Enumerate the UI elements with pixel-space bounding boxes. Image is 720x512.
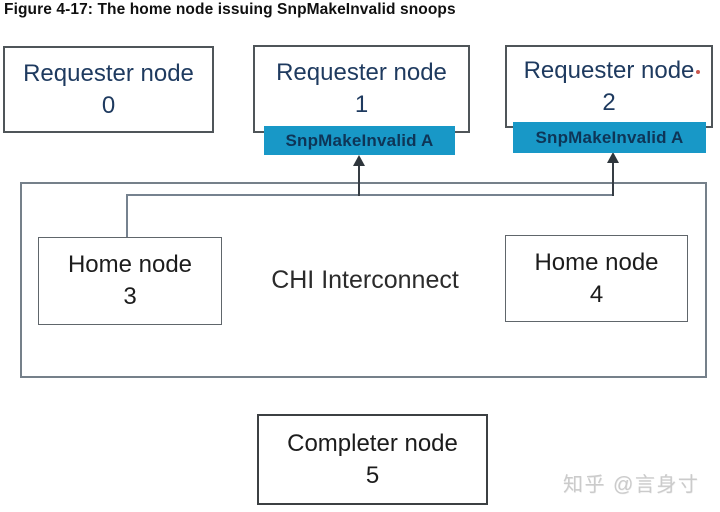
requester-node-0-box: Requester node 0 [3,46,214,133]
home-node-3-label: Home node [67,251,193,279]
snoop-arrow-1-head [353,155,365,166]
connector-vertical-line-home3 [126,194,128,238]
snoop-arrow-1-line [358,165,360,196]
requester-node-0-label: Requester node [23,59,194,87]
requester-node-1-label: Requester node [276,59,447,87]
requester-node-1-box: Requester node 1 [253,45,470,133]
requester-node-2-label: Requester node [523,56,695,84]
completer-node-5-box: Completer node 5 [257,414,488,505]
home-node-4-label: Home node [534,248,659,276]
snoop-arrow-2-line [612,162,614,196]
requester-node-1-number: 1 [354,91,369,118]
snoop-label-1: SnpMakeInvalid A [264,126,455,155]
home-node-4-number: 4 [589,280,604,308]
snoop-arrow-2-head [607,152,619,163]
home-node-3-box: Home node 3 [38,237,222,325]
red-dot-artifact [696,70,700,74]
chi-interconnect-box [20,182,707,378]
home-node-4-box: Home node 4 [505,235,688,322]
watermark: 知乎 @言身寸 [563,474,700,496]
requester-node-0-number: 0 [101,91,116,119]
connector-horizontal-line [126,194,614,196]
completer-node-5-label: Completer node [287,429,458,457]
home-node-3-number: 3 [123,283,137,310]
requester-node-2-box: Requester node 2 [505,45,713,128]
snoop-label-2: SnpMakeInvalid A [513,122,706,153]
figure-title: Figure 4-17: The home node issuing SnpMa… [4,1,456,18]
completer-node-5-number: 5 [365,461,380,489]
chi-interconnect-label: CHI Interconnect [271,266,459,294]
requester-node-2-number: 2 [602,88,616,116]
